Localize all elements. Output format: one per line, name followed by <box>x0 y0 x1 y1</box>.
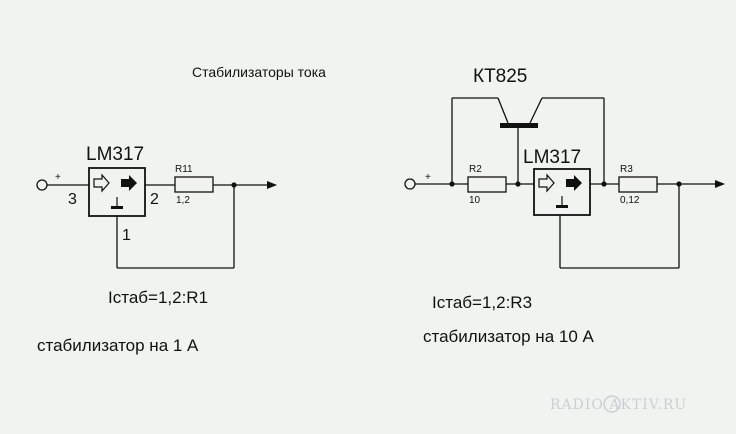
hollow-arrow-icon <box>93 173 110 193</box>
transistor-base-bar <box>500 123 538 128</box>
left-chip-symbols <box>93 173 137 209</box>
left-plus-sign: + <box>55 172 61 183</box>
right-chip-symbols <box>538 173 582 208</box>
right-caption: стабилизатор на 10 А <box>423 327 594 346</box>
right-junction-dot-4 <box>676 181 682 187</box>
adj-bar-icon <box>556 205 568 208</box>
filled-arrow-icon <box>121 175 137 191</box>
right-input-terminal <box>404 178 416 190</box>
left-pin-adj-label: 1 <box>122 227 131 244</box>
left-resistor-value: 1,2 <box>176 195 190 206</box>
right-r3-name: R3 <box>620 164 633 175</box>
right-resistor-r2 <box>467 176 507 193</box>
right-formula: Iстаб=1,2:R3 <box>432 293 532 312</box>
left-resistor-r11 <box>174 176 214 193</box>
left-resistor-name: R11 <box>175 164 193 175</box>
right-r2-value: 10 <box>469 195 481 206</box>
right-r2-name: R2 <box>469 164 482 175</box>
left-circuit <box>36 167 277 269</box>
right-junction-dot-2 <box>515 181 521 187</box>
left-input-terminal <box>36 179 48 191</box>
left-junction-dot <box>231 182 237 188</box>
transistor-collector-lead <box>529 97 543 124</box>
right-resistor-r3 <box>618 176 658 193</box>
adj-bar-icon <box>111 206 123 209</box>
watermark-text: RADIO AKTIV.RU <box>550 397 687 413</box>
transistor-label: КТ825 <box>473 66 527 87</box>
right-plus-sign: + <box>425 172 431 183</box>
left-pin-in-label: 3 <box>68 191 77 208</box>
hollow-arrow-icon <box>538 173 555 193</box>
left-pin-out-label: 2 <box>150 191 159 208</box>
right-r3-value: 0,12 <box>620 195 640 206</box>
transistor-emitter-lead <box>497 97 509 124</box>
right-junction-dot-1 <box>449 181 455 187</box>
right-junction-dot-3 <box>601 181 607 187</box>
watermark: RADIO AKTIV.RU <box>550 395 687 413</box>
radiation-logo-icon <box>603 395 621 413</box>
left-caption: стабилизатор на 1 А <box>37 336 199 355</box>
diagram-title: Стабилизаторы тока <box>192 64 326 80</box>
right-chip-label: LM317 <box>523 147 581 168</box>
right-lm317-body <box>533 168 591 216</box>
left-chip-label: LM317 <box>86 144 144 165</box>
left-formula: Iстаб=1,2:R1 <box>108 288 208 307</box>
filled-arrow-icon <box>566 175 582 191</box>
